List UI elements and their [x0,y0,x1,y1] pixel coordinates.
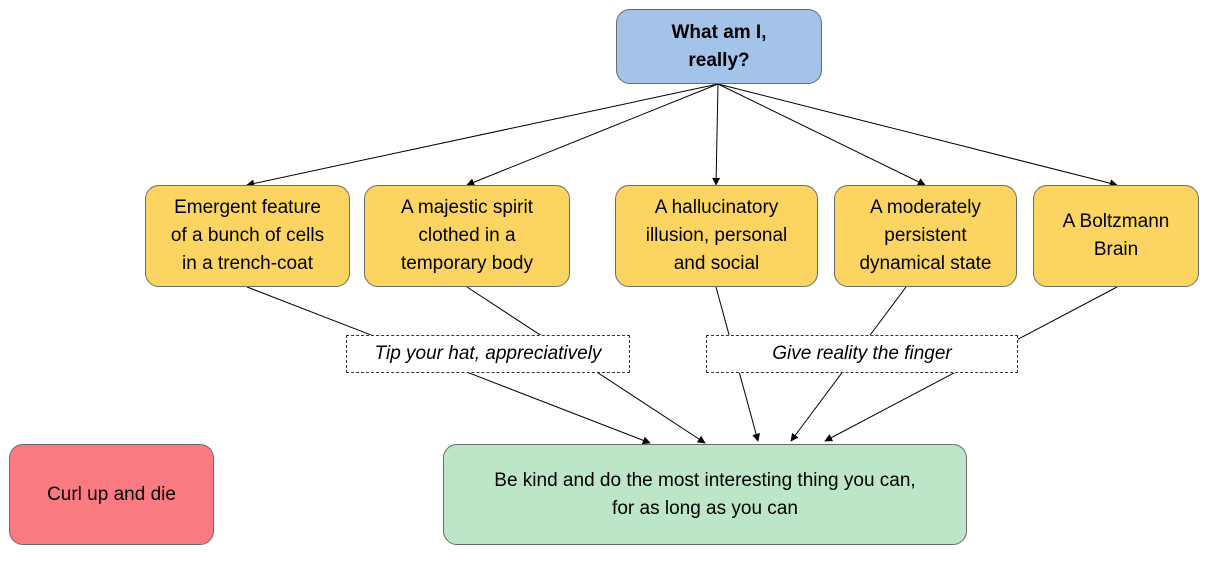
node-option-2-line-1: A majestic spirit [401,197,533,218]
node-option-emergent-feature: Emergent feature of a bunch of cells in … [145,185,350,287]
node-option-1-line-2: of a bunch of cells [170,225,325,246]
edge-root-to-option-3 [712,83,721,186]
node-option-2-line-3: temporary body [400,253,533,274]
node-option-5-line-2: Brain [1093,239,1139,260]
node-side-label: Curl up and die [47,483,176,505]
node-root-line-1: What am I, [671,21,767,43]
node-option-1-line-3: in a trench-coat [182,253,313,274]
edge-root-to-option-1 [246,83,719,188]
node-option-boltzmann-brain: A Boltzmann Brain [1033,185,1199,287]
edge-label-right-text: Give reality the finger [772,343,952,364]
node-option-5-line-1: A Boltzmann [1062,211,1170,232]
edge-root-to-option-5 [717,83,1118,188]
node-option-1-line-1: Emergent feature [174,197,321,218]
node-option-hallucinatory-illusion: A hallucinatory illusion, personal and s… [615,185,818,287]
edge-label-left-text: Tip your hat, appreciatively [374,343,602,364]
node-outcome-line-1: Be kind and do the most interesting thin… [494,469,916,491]
node-option-4-line-3: dynamical state [859,253,992,274]
node-outcome-be-kind: Be kind and do the most interesting thin… [443,444,967,545]
node-option-3-line-2: illusion, personal [645,225,788,246]
edge-label-tip-your-hat: Tip your hat, appreciatively [346,335,630,373]
node-option-3-line-3: and social [673,253,760,274]
node-option-4-line-1: A moderately [870,197,981,218]
node-side-curl-up-and-die: Curl up and die [9,444,214,545]
node-option-4-line-2: persistent [884,225,967,246]
edge-root-to-option-2 [466,83,719,187]
node-outcome-line-2: for as long as you can [612,497,798,519]
edge-label-give-reality-the-finger: Give reality the finger [706,335,1018,373]
node-option-2-line-2: clothed in a [418,225,516,246]
node-root-question: What am I, really? [616,9,822,84]
node-option-majestic-spirit: A majestic spirit clothed in a temporary… [364,185,570,287]
edge-root-to-option-4 [717,83,926,186]
node-root-line-2: really? [688,49,750,71]
node-option-3-line-1: A hallucinatory [654,197,779,218]
node-option-dynamical-state: A moderately persistent dynamical state [834,185,1017,287]
